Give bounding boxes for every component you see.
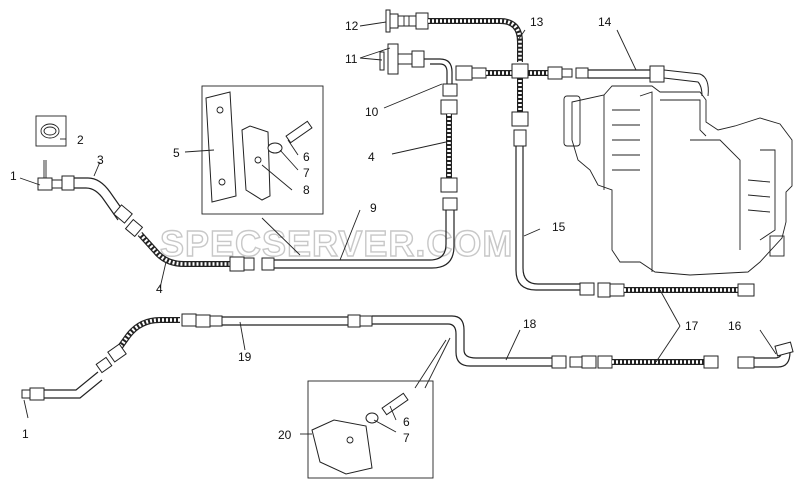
label-5: 5: [173, 146, 180, 160]
label-4-middle: 4: [368, 150, 375, 164]
elbow-fitting-16: [737, 341, 794, 369]
pipe-10: [424, 58, 458, 97]
label-16: 16: [728, 319, 742, 333]
label-11: 11: [345, 52, 358, 66]
pipe-9: [261, 197, 458, 271]
label-17: 17: [685, 319, 699, 333]
pipe-3: [61, 175, 133, 224]
hose-13: [428, 18, 529, 127]
label-13: 13: [530, 15, 544, 29]
label-12: 12: [345, 19, 359, 33]
label-19: 19: [238, 350, 252, 364]
label-1-upper: 1: [10, 169, 17, 183]
hose-17: [597, 282, 755, 369]
label-7-lower: 7: [403, 431, 410, 445]
part-labels: 1 2 3 4 4 5 6 7 8 9 10 11 12 13 14 15 16…: [10, 15, 742, 445]
label-7-upper: 7: [303, 166, 310, 180]
label-6-upper: 6: [303, 150, 310, 164]
pipe-19: [195, 314, 373, 328]
o-ring-detail-box: [35, 115, 67, 147]
label-20: 20: [278, 428, 292, 442]
label-2: 2: [77, 133, 84, 147]
bracket-detail-box-upper: [201, 85, 324, 215]
pipe-14: [588, 65, 709, 97]
pipe-15: [513, 129, 595, 296]
hose-4-lower: [21, 313, 197, 401]
fitting-1-upper: [37, 160, 63, 191]
hose-4-vertical: [440, 99, 458, 193]
label-14: 14: [598, 15, 612, 29]
label-18: 18: [523, 317, 537, 331]
label-8: 8: [303, 183, 310, 197]
label-4-left: 4: [156, 282, 163, 296]
pipe-18: [372, 315, 597, 369]
label-9: 9: [370, 201, 377, 215]
label-15: 15: [552, 220, 566, 234]
watermark: SPECSERVER.COM: [160, 223, 513, 264]
bulkhead-fitting-11: [379, 43, 425, 75]
label-3: 3: [97, 153, 104, 167]
bracket-detail-box-lower: [307, 380, 434, 479]
bulkhead-fitting-12: [385, 9, 429, 33]
hose-4-upper: [124, 218, 255, 272]
tee-junction: [455, 63, 589, 81]
label-10: 10: [365, 105, 379, 119]
leader-lines: [19, 21, 777, 435]
label-6-lower: 6: [403, 415, 410, 429]
label-1-lower: 1: [22, 427, 29, 441]
engine-unit: [563, 85, 793, 276]
